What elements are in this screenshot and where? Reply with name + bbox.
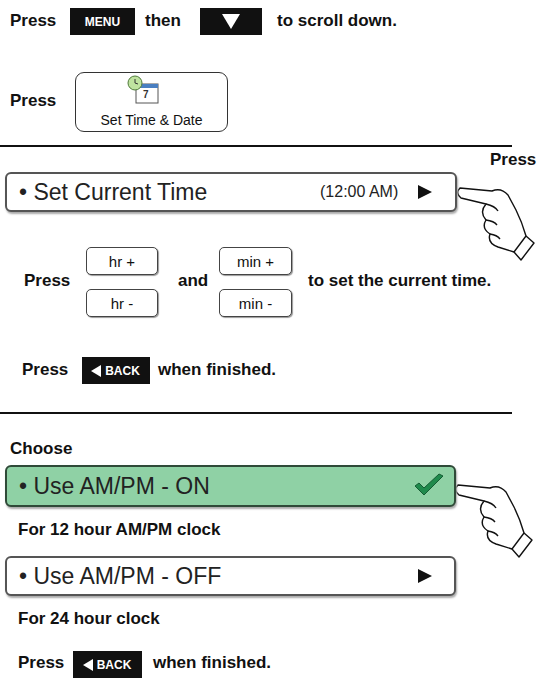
- current-value: (12:00 AM): [320, 183, 398, 201]
- menu-row: • Use AM/PM - OFF: [5, 556, 456, 596]
- button-label: MENU: [85, 15, 120, 29]
- instruction-text: and: [178, 272, 208, 291]
- arrow-icon: [416, 183, 434, 201]
- instruction-text: Press: [22, 361, 68, 380]
- menu-button: MENU: [70, 8, 135, 35]
- step-button: min -: [219, 289, 292, 317]
- section-rule: [0, 145, 512, 147]
- step-button: hr +: [86, 247, 158, 275]
- menu-tile: Set Time & Date: [75, 72, 228, 132]
- button-label: • Set Current Time: [19, 179, 207, 206]
- button-label: hr -: [111, 295, 134, 312]
- calendar-icon: [128, 76, 158, 103]
- back-arrow: [82, 658, 94, 672]
- button-label: • Use AM/PM - OFF: [19, 563, 221, 590]
- button-label: min -: [239, 295, 272, 312]
- pointing-hand: [458, 188, 534, 260]
- menu-row-selected: • Use AM/PM - ON: [5, 465, 456, 507]
- button-label: • Use AM/PM - ON: [19, 473, 210, 500]
- step-button: min +: [219, 247, 292, 275]
- back-button: BACK: [82, 357, 150, 384]
- check-icon: [412, 473, 446, 499]
- instruction-text: For 12 hour AM/PM clock: [18, 521, 220, 540]
- button-label: hr +: [109, 253, 135, 270]
- step-button: hr -: [86, 289, 158, 317]
- instruction-text: Press: [24, 272, 70, 291]
- instruction-text: to set the current time.: [308, 272, 491, 291]
- instruction-text: Press: [490, 151, 536, 170]
- instruction-text: Press: [10, 92, 56, 111]
- pointing-hand: [456, 485, 532, 557]
- down-arrow: [222, 14, 240, 29]
- instruction-text: For 24 hour clock: [18, 610, 160, 629]
- button-label: min +: [237, 253, 274, 270]
- instruction-text: when finished.: [153, 654, 271, 673]
- icon-number: 7: [143, 89, 149, 100]
- instruction-text: when finished.: [158, 361, 276, 380]
- instruction-text: Press: [18, 654, 64, 673]
- back-button: BACK: [73, 651, 142, 678]
- instruction-text: Press: [10, 12, 56, 31]
- instruction-text: Choose: [10, 440, 72, 459]
- button-label: BACK: [97, 658, 132, 672]
- arrow-icon: [416, 567, 434, 585]
- instruction-text: to scroll down.: [277, 12, 397, 31]
- button-label: Set Time & Date: [101, 112, 203, 128]
- menu-row: • Set Current Time (12:00 AM): [5, 172, 457, 212]
- section-rule: [0, 412, 512, 414]
- down-button: [200, 8, 262, 35]
- button-label: BACK: [105, 364, 140, 378]
- back-arrow: [90, 364, 102, 378]
- instruction-text: then: [145, 12, 181, 31]
